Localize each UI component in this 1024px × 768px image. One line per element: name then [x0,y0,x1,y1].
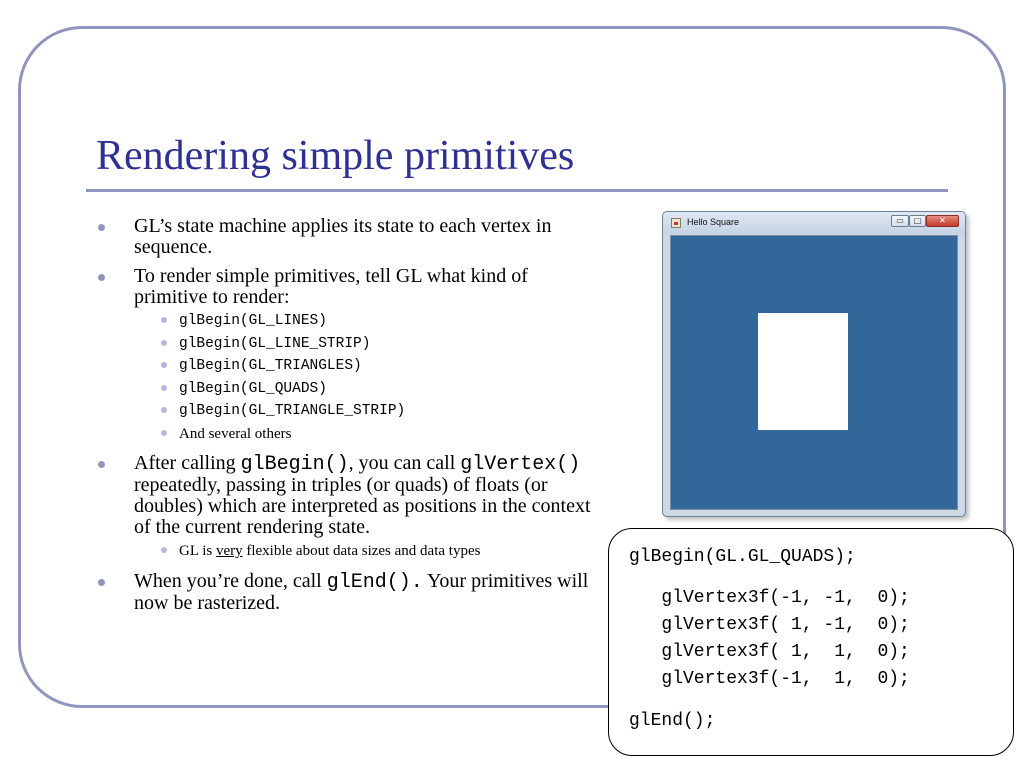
sub-bullet-dot-icon [161,384,167,391]
primitive-sublist: glBegin(GL_LINES) glBegin(GL_LINE_STRIP)… [134,310,606,445]
sub-item-text: glBegin(GL_TRIANGLE_STRIP) [179,403,406,419]
bullet-list: GL’s state machine applies its state to … [96,216,606,622]
bullet-state-machine: GL’s state machine applies its state to … [96,216,606,258]
flexibility-sublist: GL is very flexible about data sizes and… [134,540,606,563]
title-divider [86,189,948,192]
slide-title: Rendering simple primitives [96,133,575,179]
code-line: glEnd(); [629,711,716,731]
bullet-dot-icon [98,578,105,586]
bullet-glend: When you’re done, call glEnd(). Your pri… [96,569,606,614]
code-line: glVertex3f(-1, 1, 0); [629,669,910,689]
bullet-text: GL’s state machine applies its state to … [134,215,552,258]
bullet-dot-icon [98,274,105,281]
inline-code-glend: glEnd(). [326,570,423,594]
sub-bullet-dot-icon [161,339,167,346]
code-line: glVertex3f(-1, -1, 0); [629,588,910,608]
code-line: glVertex3f( 1, 1, 0); [629,642,910,662]
bullet-text: repeatedly, passing in triples (or quads… [134,474,591,538]
sub-item-text: And several others [179,425,292,442]
render-canvas [670,235,958,510]
bullet-text: To render simple primitives, tell GL wha… [134,265,528,308]
bullet-text: , you can call [348,452,461,474]
sub-item-text: glBegin(GL_LINE_STRIP) [179,335,371,352]
inline-code-glvertex: glVertex() [460,453,581,476]
sub-bullet-dot-icon [161,547,167,553]
window-title: Hello Square [687,217,740,227]
java-app-icon [671,218,681,228]
close-icon[interactable]: ✕ [926,215,959,227]
code-line: glVertex3f( 1, -1, 0); [629,615,910,635]
bullet-render-primitives: To render simple primitives, tell GL wha… [96,266,606,445]
sub-item-gl-line-strip: glBegin(GL_LINE_STRIP) [134,333,606,356]
rendered-white-square [758,313,848,430]
sub-item-text: glBegin(GL_TRIANGLES) [179,358,362,374]
sub-bullet-dot-icon [161,407,167,413]
sub-item-gl-triangle-strip: glBegin(GL_TRIANGLE_STRIP) [134,400,606,423]
inline-code-glbegin: glBegin() [240,453,349,476]
sub-item-text: glBegin(GL_LINES) [179,313,327,329]
maximize-icon[interactable]: □ [909,215,926,227]
bullet-dot-icon [98,224,105,231]
sub-item-text: GL is [179,543,216,559]
sub-bullet-dot-icon [161,429,167,436]
bullet-text: Your primitives will now be rasterized. [134,569,589,614]
bullet-dot-icon [98,461,105,468]
code-line: glBegin(GL.GL_QUADS); [629,547,856,567]
emphasis-very: very [215,543,243,559]
hello-square-window: Hello Square ▭ □ ✕ [662,211,966,517]
sub-item-text: flexible about data sizes and data types [242,543,481,559]
sub-item-gl-triangles: glBegin(GL_TRIANGLES) [134,355,606,378]
minimize-icon[interactable]: ▭ [891,215,909,227]
sub-item-flexible: GL is very flexible about data sizes and… [134,540,606,563]
window-titlebar[interactable]: Hello Square ▭ □ ✕ [663,212,965,234]
bullet-glvertex: After calling glBegin(), you can call gl… [96,453,606,563]
bullet-text: After calling [134,452,241,474]
code-example-box: glBegin(GL.GL_QUADS); glVertex3f(-1, -1,… [608,528,1014,756]
bullet-text: When you’re done, call [134,569,327,592]
sub-bullet-dot-icon [161,317,167,323]
sub-item-gl-lines: glBegin(GL_LINES) [134,310,606,333]
sub-bullet-dot-icon [161,362,167,368]
sub-item-gl-quads: glBegin(GL_QUADS) [134,378,606,401]
sub-item-others: And several others [134,423,606,446]
sub-item-text: glBegin(GL_QUADS) [179,380,327,397]
